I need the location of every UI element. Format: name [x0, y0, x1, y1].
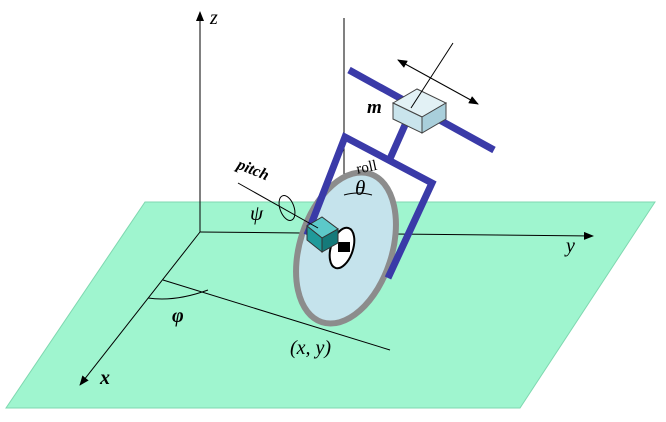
roll-label: roll — [355, 158, 379, 178]
mass-axis-line — [410, 42, 454, 109]
pitch-label: pitch — [233, 155, 272, 184]
x-axis — [79, 231, 201, 386]
mass-label: m — [367, 97, 382, 118]
phi-arc — [147, 289, 209, 300]
mass-motion-arrow — [397, 59, 479, 105]
contact-point-label: (x, y) — [290, 337, 331, 359]
pitch-motor — [306, 216, 339, 254]
axle — [338, 242, 350, 252]
z-axis-label: z — [209, 7, 218, 29]
pitch-axis-line — [237, 182, 319, 229]
y-axis-label: y — [564, 235, 575, 257]
theta-label: θ — [355, 176, 365, 200]
pitch-rotation-ring — [278, 195, 296, 221]
psi-label: ψ — [250, 201, 264, 225]
x-axis-label: x — [99, 367, 110, 389]
heading-line — [162, 279, 391, 351]
roll-arc — [343, 192, 373, 196]
phi-label: φ — [172, 305, 184, 327]
